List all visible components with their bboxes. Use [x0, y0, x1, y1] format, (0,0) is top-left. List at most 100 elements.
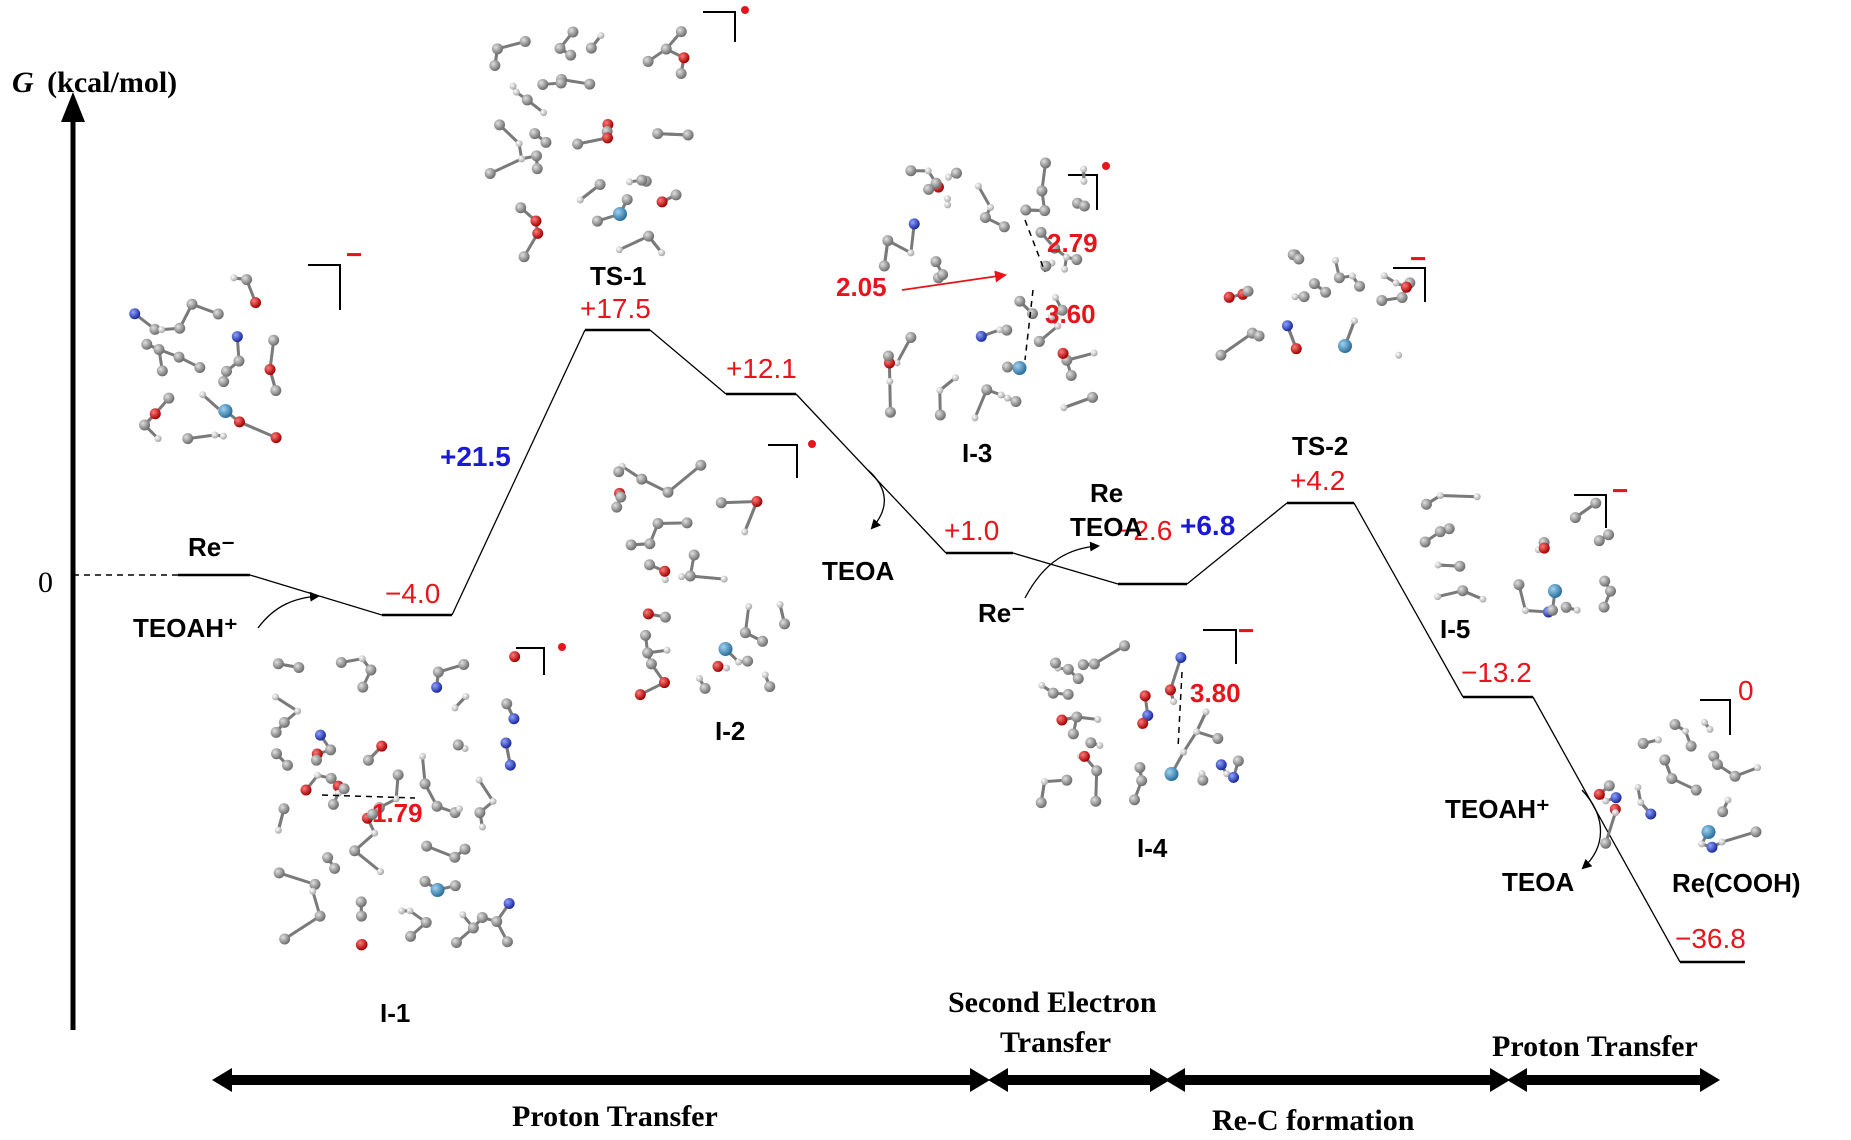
carbon-atom [652, 128, 664, 140]
carbon-atom [1457, 585, 1469, 597]
carbon-atom [1729, 770, 1741, 782]
radical-ts1 [741, 6, 749, 14]
carbon-atom [681, 517, 693, 529]
carbon-atom [1197, 774, 1209, 786]
carbon-atom [279, 933, 291, 945]
stage-arrow-second-electron [988, 1068, 1170, 1092]
hydrogen-atom [615, 246, 623, 254]
oxygen-atom [300, 784, 312, 796]
carbon-atom [905, 331, 917, 343]
nitrogen-atom [231, 331, 243, 343]
carbon-atom [642, 647, 654, 659]
reagent-teoa-2: TEOA [1502, 867, 1574, 897]
oxygen-atom [1593, 788, 1605, 800]
molecule-i3 [878, 157, 1099, 422]
carbon-atom [452, 739, 464, 751]
hydrogen-atom [661, 576, 669, 584]
bond [1182, 730, 1198, 753]
carbon-atom [1354, 280, 1366, 292]
oxygen-atom [1139, 690, 1151, 702]
name-ts2: TS-2 [1292, 431, 1348, 461]
stage-arrow-rec-formation [1165, 1068, 1510, 1092]
carbon-atom [779, 618, 791, 630]
carbon-atom [521, 94, 533, 106]
carbon-atom [194, 362, 206, 374]
hydrogen-atom [392, 795, 400, 803]
carbon-atom [1546, 604, 1558, 616]
nitrogen-atom [1645, 808, 1657, 820]
carbon-atom [1090, 795, 1102, 807]
carbon-atom [531, 150, 543, 162]
carbon-atom [1091, 765, 1103, 777]
carbon-atom [1062, 688, 1074, 700]
hydrogen-atom [1332, 256, 1340, 264]
nitrogen-atom [1142, 710, 1154, 722]
carbon-atom [322, 852, 334, 864]
carbon-atom [644, 559, 656, 571]
carbon-atom [309, 878, 321, 890]
hydrogen-atom [741, 528, 749, 536]
hydrogen-atom [1479, 595, 1487, 603]
nitrogen-atom [431, 681, 443, 693]
carbon-atom [1020, 204, 1032, 216]
name-i5: I-5 [1440, 614, 1470, 644]
carbon-atom [241, 274, 253, 286]
carbon-atom [930, 177, 942, 189]
hydrogen-atom [418, 752, 426, 760]
hydrogen-atom [735, 658, 743, 666]
oxygen-atom [233, 416, 245, 428]
carbon-atom [1604, 585, 1616, 597]
hydrogen-atom [597, 32, 605, 40]
carbon-atom [1242, 285, 1254, 297]
hydrogen-atom [1348, 272, 1356, 280]
hydrogen-atom [936, 386, 944, 394]
hydrogen-atom [1654, 736, 1662, 744]
stage-rec-formation: Re-C formation [1212, 1104, 1415, 1137]
oxygen-atom [634, 689, 646, 701]
carbon-atom [1659, 754, 1671, 766]
carbon-atom [930, 256, 942, 268]
carbon-atom [174, 322, 186, 334]
value-i1: −4.0 [385, 578, 440, 609]
oxygen-atom [1057, 347, 1069, 359]
carbon-atom [615, 491, 627, 503]
value-i5: −13.2 [1461, 657, 1532, 688]
carbon-atom [139, 419, 151, 431]
carbon-atom [1513, 579, 1525, 591]
hydrogen-atom [1395, 351, 1403, 359]
carbon-atom [1603, 780, 1615, 792]
hydrogen-atom [663, 646, 671, 654]
carbon-atom [1088, 658, 1100, 670]
oxygen-atom [712, 660, 724, 672]
hydrogen-atom [1700, 718, 1708, 726]
rhenium-atom [613, 207, 627, 221]
nitrogen-atom [1706, 841, 1718, 853]
carbon-atom [163, 392, 175, 404]
molecule-re [129, 274, 282, 445]
hydrogen-atom [358, 655, 366, 663]
carbon-atom [1062, 663, 1074, 675]
carbon-atom [1049, 242, 1061, 254]
carbon-atom [432, 666, 444, 678]
distance-i3-b: 2.05 [836, 272, 887, 302]
stage-second-electron-1: Second Electron [948, 986, 1157, 1019]
rhenium-atom [1338, 339, 1352, 353]
bond [283, 914, 321, 941]
carbon-atom [1603, 529, 1615, 541]
hydrogen-atom [158, 326, 166, 334]
carbon-atom [1593, 535, 1605, 547]
carbon-atom [1293, 253, 1305, 265]
carbon-atom [652, 517, 664, 529]
bond [1169, 657, 1183, 691]
carbon-atom [420, 916, 432, 928]
charge-brackets [308, 11, 1731, 735]
hydrogen-atom [996, 326, 1004, 334]
hydrogen-atom [154, 435, 162, 443]
carbon-atom [310, 754, 322, 766]
carbon-atom [220, 365, 232, 377]
carbon-atom [268, 334, 280, 346]
hydrogen-atom [489, 797, 497, 805]
charge-ts2: − [1410, 243, 1426, 274]
carbon-atom [554, 42, 566, 54]
carbon-atom [338, 783, 350, 795]
